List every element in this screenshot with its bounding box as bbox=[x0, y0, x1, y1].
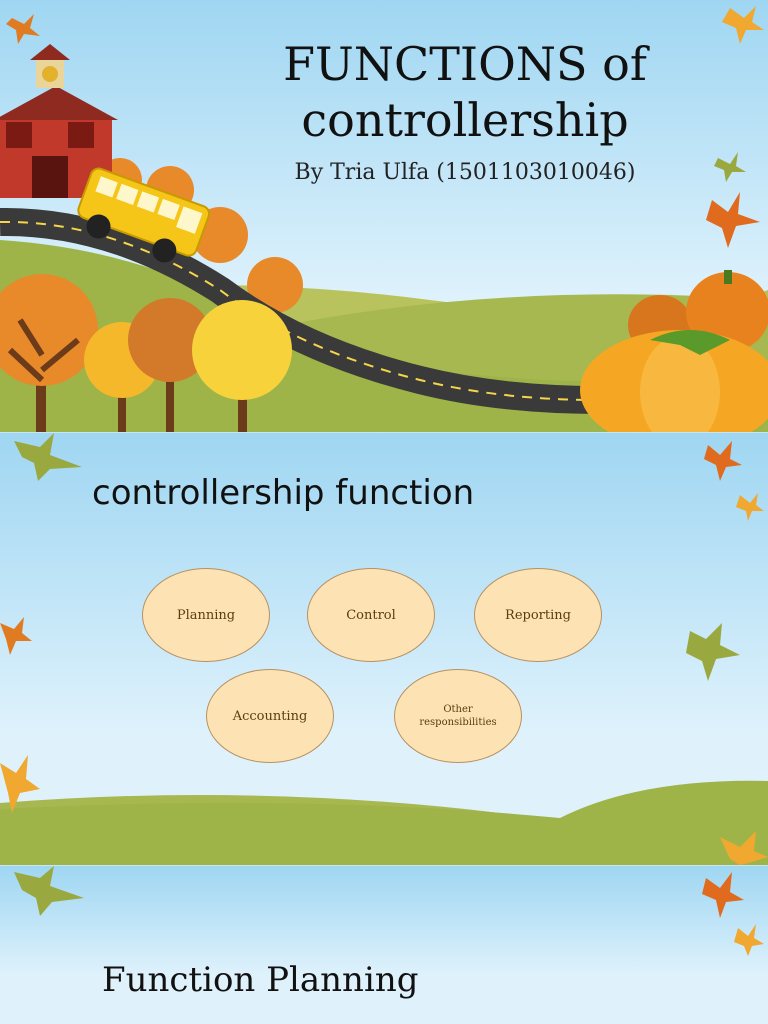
function-node-other-responsibilities: Other responsibilities bbox=[394, 669, 522, 763]
maple-leaf-icon bbox=[0, 755, 40, 813]
autumn-tree-icon bbox=[192, 300, 292, 432]
maple-leaf-icon bbox=[0, 617, 32, 655]
maple-leaf-icon bbox=[14, 433, 82, 481]
pumpkin-icon bbox=[580, 270, 768, 432]
function-node-control: Control bbox=[307, 568, 435, 662]
maple-leaf-icon bbox=[734, 924, 764, 956]
maple-leaf-icon bbox=[14, 866, 84, 916]
slide-title-line1: FUNCTIONS of bbox=[283, 37, 647, 91]
maple-leaf-icon bbox=[736, 493, 764, 521]
school-house-icon bbox=[0, 44, 118, 198]
maple-leaf-icon bbox=[720, 831, 768, 865]
function-node-planning: Planning bbox=[142, 568, 270, 662]
slide-divider bbox=[0, 865, 768, 866]
maple-leaf-icon bbox=[686, 623, 740, 681]
maple-leaf-icon bbox=[706, 192, 760, 248]
function-node-reporting: Reporting bbox=[474, 568, 602, 662]
sky-background bbox=[0, 866, 768, 1024]
maple-leaf-icon bbox=[704, 441, 742, 481]
maple-leaf-icon bbox=[722, 6, 764, 44]
slide-divider bbox=[0, 432, 768, 433]
autumn-landscape-illustration bbox=[0, 6, 768, 432]
slide-heading: Function Planning bbox=[102, 960, 419, 1000]
hills-illustration bbox=[0, 433, 768, 865]
maple-leaf-icon bbox=[6, 14, 40, 44]
function-node-accounting: Accounting bbox=[206, 669, 334, 763]
school-bus-icon bbox=[77, 167, 211, 263]
functions-slide: controllership function Planning Control… bbox=[0, 433, 768, 865]
leaves-illustration bbox=[14, 866, 764, 956]
author-byline: By Tria Ulfa (1501103010046) bbox=[294, 160, 636, 185]
autumn-tree-icon bbox=[128, 298, 212, 432]
slide-title-line2: controllership bbox=[301, 93, 629, 147]
autumn-tree-icon bbox=[0, 274, 98, 432]
maple-leaf-icon bbox=[702, 872, 744, 918]
maple-leaf-icon bbox=[714, 152, 746, 182]
slide-title: FUNCTIONS of controllership bbox=[250, 36, 680, 148]
title-slide: FUNCTIONS of controllership By Tria Ulfa… bbox=[0, 0, 768, 432]
planning-slide: Function Planning bbox=[0, 866, 768, 1024]
slide-heading: controllership function bbox=[92, 473, 475, 513]
